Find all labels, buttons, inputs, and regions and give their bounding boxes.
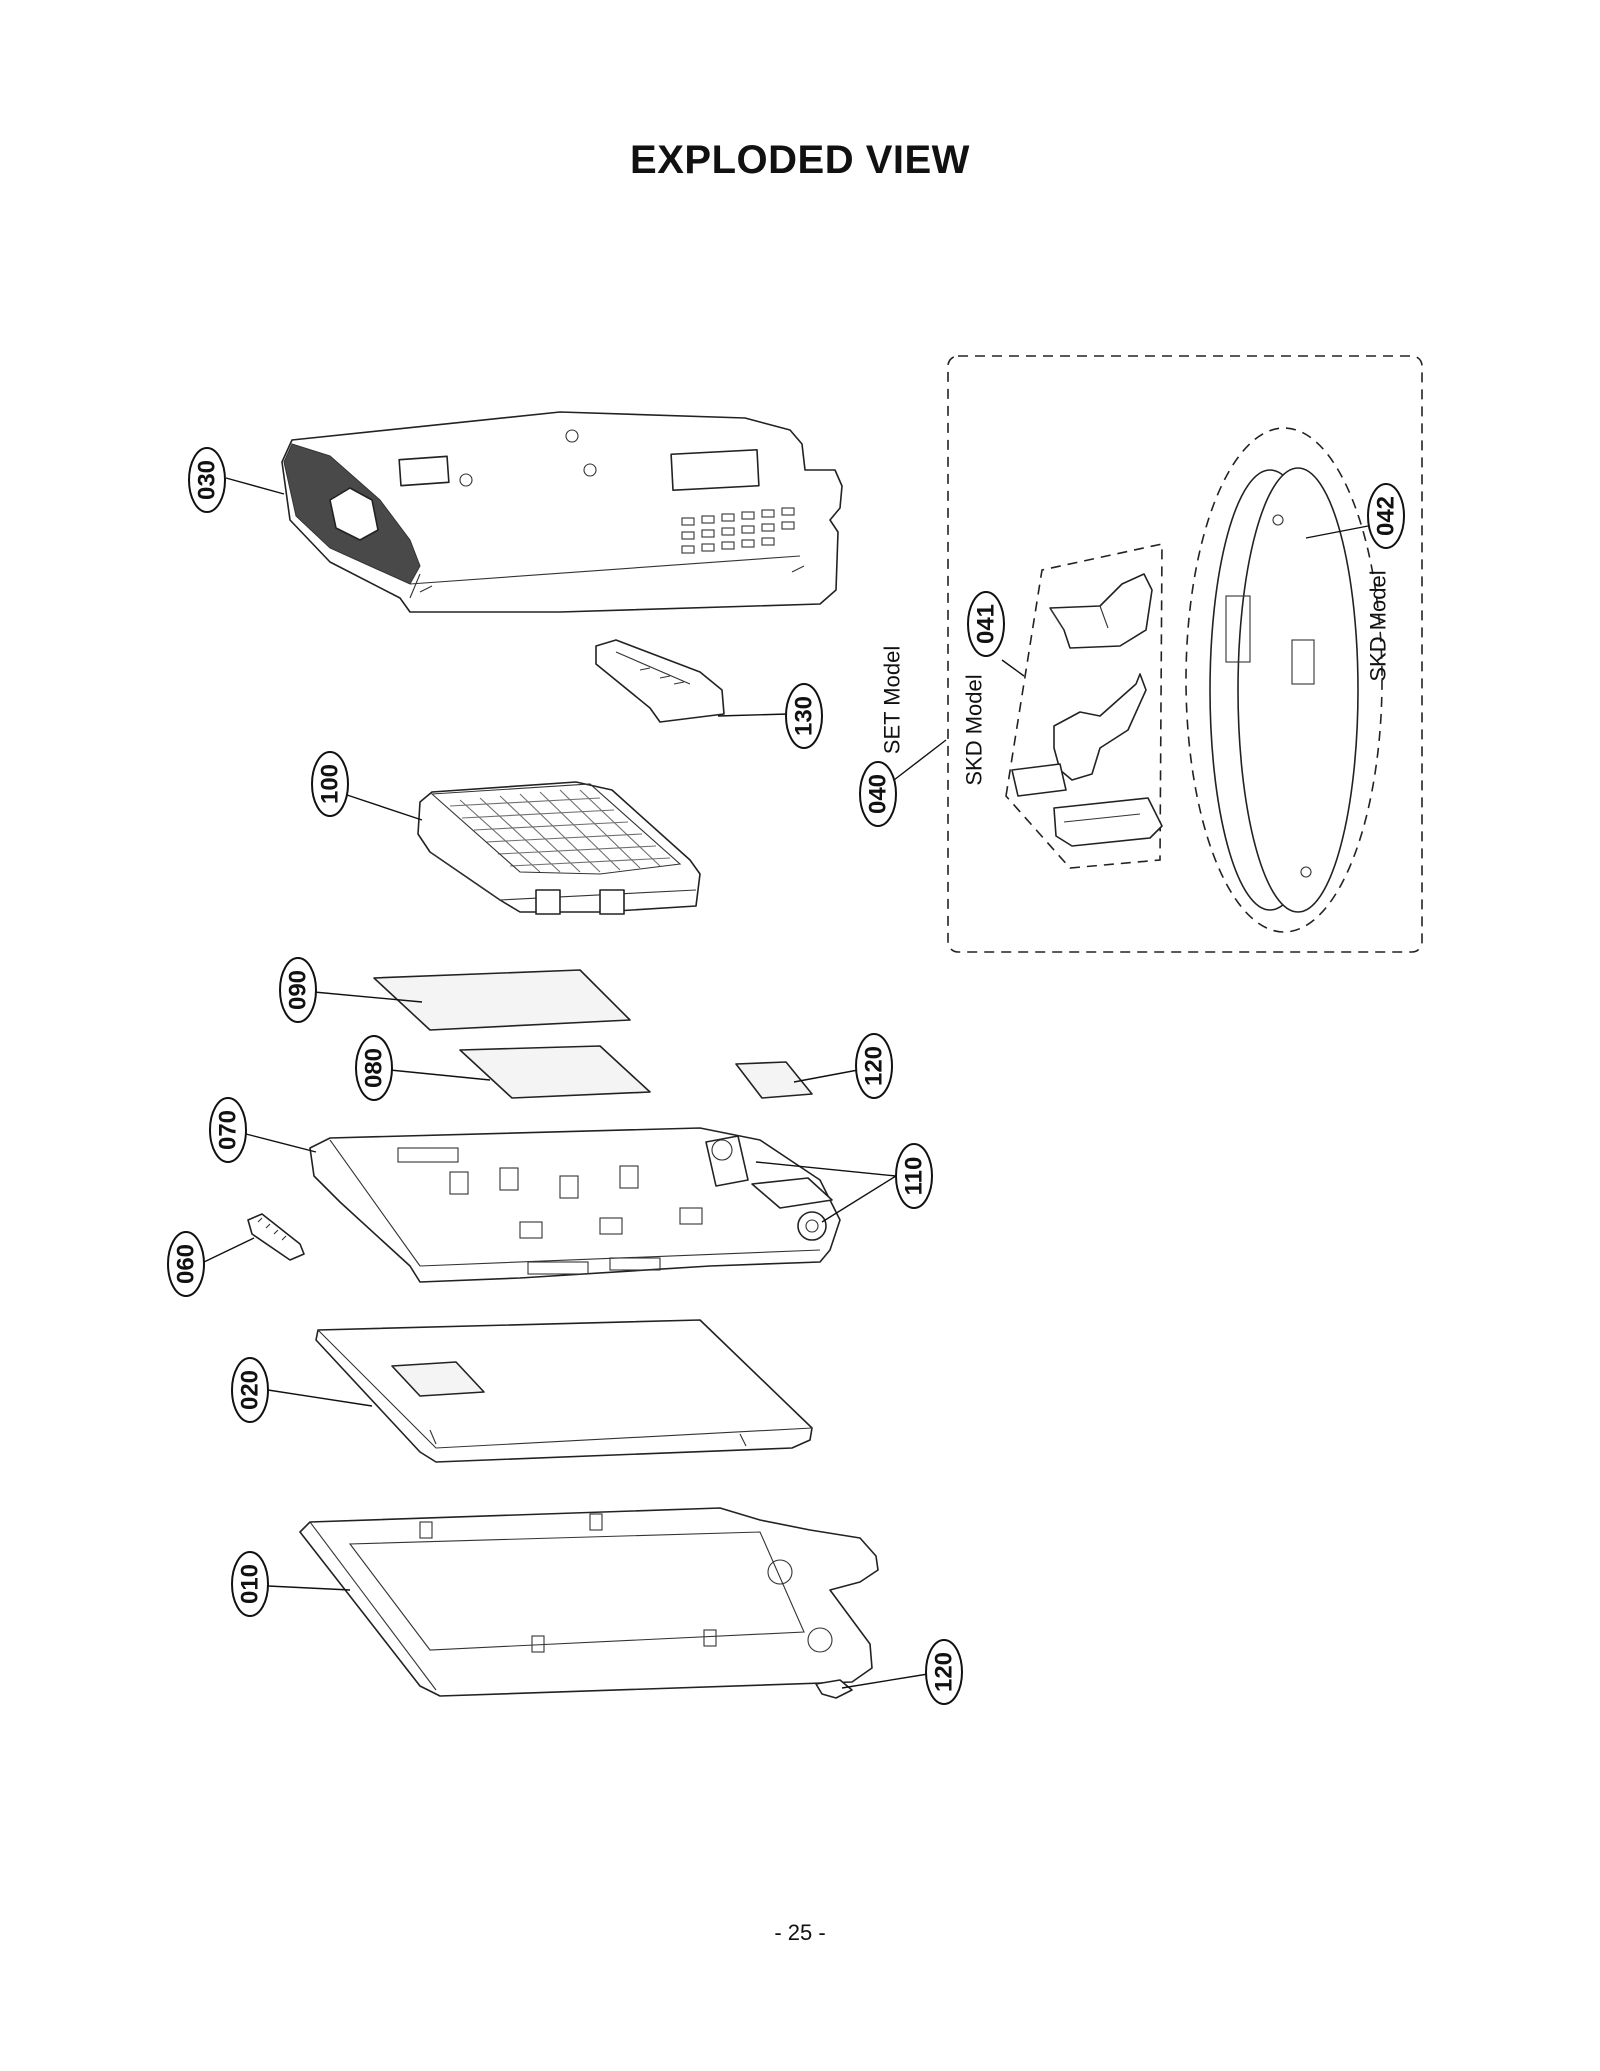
callout-080: 080 — [355, 1035, 393, 1101]
callout-070: 070 — [209, 1097, 247, 1163]
page-number: - 25 - — [774, 1920, 826, 1945]
note-skd-model-041: SKD Model — [962, 674, 987, 785]
callout-090: 090 — [279, 957, 317, 1023]
callout-010-label: 010 — [237, 1564, 264, 1604]
callout-042: 042 — [1367, 483, 1405, 549]
callout-042-label: 042 — [1373, 496, 1400, 536]
callout-060: 060 — [167, 1231, 205, 1297]
callout-120-lower-label: 120 — [931, 1652, 958, 1692]
callout-120-upper-label: 120 — [861, 1046, 888, 1086]
callout-041-label: 041 — [973, 604, 1000, 644]
callout-100-label: 100 — [317, 764, 344, 804]
part-080-sheet — [459, 1045, 651, 1099]
callout-041: 041 — [967, 591, 1005, 657]
leader-lines — [203, 477, 1369, 1689]
part-100-shield — [417, 781, 701, 915]
page-title: EXPLODED VIEW — [630, 138, 970, 182]
callout-110-label: 110 — [901, 1157, 928, 1196]
callout-120-upper: 120 — [855, 1033, 893, 1099]
part-042-round-base — [1209, 467, 1359, 913]
part-130-bracket — [595, 639, 725, 723]
part-090-sheet — [373, 969, 631, 1031]
part-070-main-chassis — [309, 1127, 841, 1283]
callout-030: 030 — [188, 447, 226, 513]
callout-090-label: 090 — [285, 970, 312, 1010]
callout-070-label: 070 — [215, 1110, 242, 1150]
callout-100: 100 — [311, 751, 349, 817]
callout-110: 110 — [895, 1143, 933, 1209]
callout-130: 130 — [785, 683, 823, 749]
callout-130-label: 130 — [791, 696, 818, 736]
callout-040: 040 — [859, 761, 897, 827]
part-041-stand — [1011, 573, 1163, 847]
stand-options-box — [947, 355, 1423, 953]
note-set-model: SET Model — [880, 646, 905, 754]
part-120-small-sheet — [735, 1061, 813, 1099]
callout-030-label: 030 — [194, 460, 221, 500]
callout-010: 010 — [231, 1551, 269, 1617]
part-060-small-board — [247, 1213, 305, 1261]
callout-060-label: 060 — [173, 1244, 200, 1284]
callout-020: 020 — [231, 1357, 269, 1423]
callout-040-label: 040 — [865, 774, 892, 814]
callout-020-label: 020 — [237, 1370, 264, 1410]
note-skd-model-042: SKD Model — [1366, 570, 1391, 681]
callout-080-label: 080 — [361, 1048, 388, 1088]
part-010-front-bezel — [299, 1507, 879, 1697]
part-030-back-cover — [281, 411, 843, 613]
part-120-small-button — [815, 1679, 853, 1699]
part-020-lcd-panel — [315, 1319, 813, 1463]
callout-120-lower: 120 — [925, 1639, 963, 1705]
